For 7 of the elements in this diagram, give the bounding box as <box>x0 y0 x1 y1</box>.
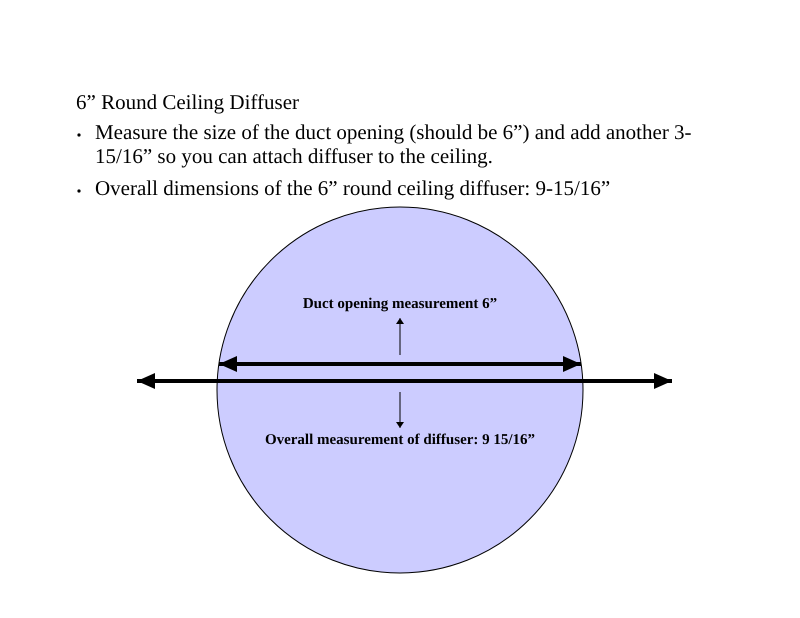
measurement-label: Overall measurement of diffuser: 9 15/16” <box>250 428 550 452</box>
leader-line <box>396 318 404 356</box>
measurement-label: Duct opening measurement 6” <box>250 292 550 316</box>
bullet-text: Measure the size of the duct opening (should be 6”) and add another 3-15/16” so you can attach diffuser to the ceiling. <box>95 120 693 168</box>
bullet-text: Overall dimensions of the 6” round ceiling diffuser: 9-15/16” <box>95 176 612 200</box>
title: 6” Round Ceiling Diffuser <box>76 90 300 115</box>
leader-line <box>396 392 404 428</box>
